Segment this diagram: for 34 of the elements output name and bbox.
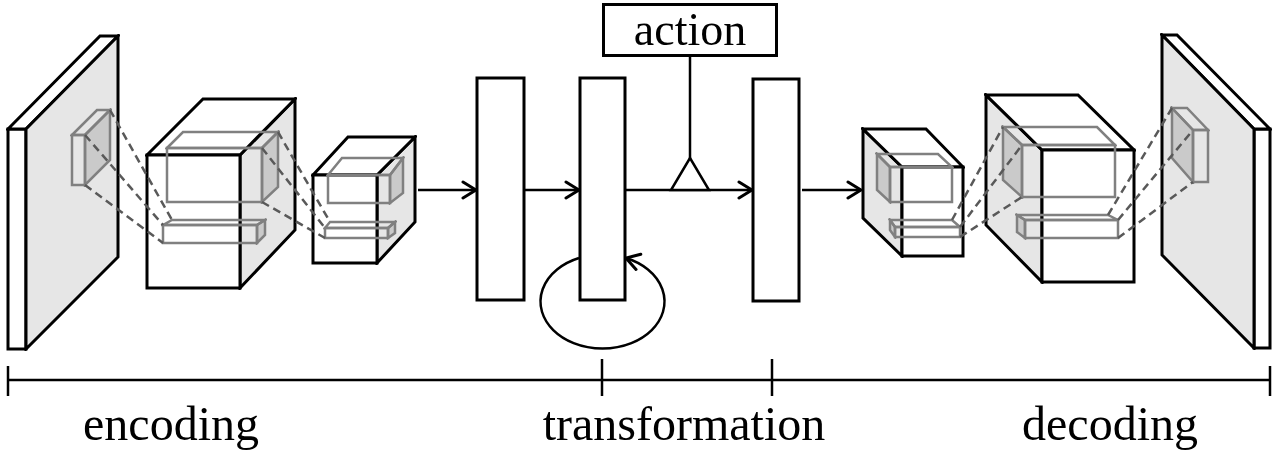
- kernel-box: [875, 152, 954, 204]
- section-label: decoding: [1022, 400, 1198, 448]
- slab-box: [161, 218, 267, 245]
- projection-line: [1117, 181, 1194, 239]
- projection-line: [1106, 107, 1174, 216]
- projection-line: [959, 195, 1023, 239]
- projection-line: [261, 147, 326, 229]
- projection-line: [1117, 129, 1194, 221]
- section-label: transformation: [542, 400, 826, 448]
- node-label: action: [633, 7, 747, 53]
- kernel-box: [165, 130, 280, 204]
- kernel-box: [326, 156, 405, 205]
- arrow: [802, 180, 863, 200]
- vector-bar: [751, 77, 801, 303]
- projection-line: [84, 134, 164, 226]
- slab-box: [888, 218, 962, 239]
- slab-box: [1015, 213, 1120, 240]
- gate-line: [669, 57, 711, 192]
- patch-box: [1170, 106, 1210, 184]
- kernel-box: [1001, 125, 1117, 199]
- projection-line: [84, 184, 164, 244]
- loop-arrow: [539, 253, 666, 350]
- arrow: [626, 180, 754, 200]
- slab-box: [323, 220, 397, 240]
- vector-bar: [578, 76, 627, 302]
- projection-line: [108, 109, 174, 221]
- arrow: [418, 180, 478, 200]
- section-label: encoding: [83, 400, 259, 448]
- vector-bar: [475, 76, 526, 302]
- action-box: [602, 3, 778, 57]
- projection-line: [261, 200, 326, 240]
- projection-line: [950, 126, 1005, 221]
- arrow: [525, 180, 581, 200]
- patch-box: [70, 108, 112, 187]
